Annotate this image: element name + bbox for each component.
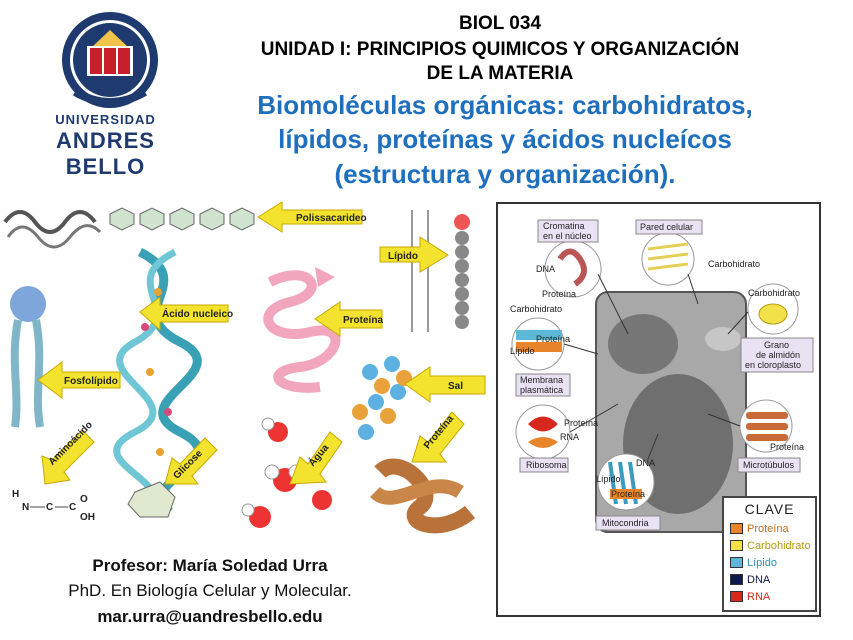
- label-proteina-membrane: Proteína: [536, 334, 570, 344]
- label-fosfolipido: Fosfolípido: [64, 376, 118, 387]
- legend-item: Carbohidrato: [730, 537, 811, 554]
- label-proteina-micro: Proteína: [770, 442, 804, 452]
- legend-swatch: [730, 523, 743, 534]
- arrow-polisacarideo: Polissacarideo: [257, 201, 367, 233]
- legend-item: RNA: [730, 588, 809, 605]
- polysaccharide-chain: [3, 207, 255, 249]
- arrow-acido-nucleico: Ácido nucleico: [139, 296, 233, 332]
- label-microtubulos: Microtúbulos: [743, 460, 795, 470]
- cell-diagram: Cromatina en el núcleo DNA Proteína Pare…: [510, 219, 814, 533]
- legend-swatch: [730, 574, 743, 585]
- label-lipido-mito: Lípido: [596, 474, 621, 484]
- svg-text:OH: OH: [80, 512, 95, 523]
- legend-label: Lípido: [747, 556, 777, 569]
- legend-item: DNA: [730, 571, 809, 588]
- label-pared-celular: Pared celular: [640, 222, 693, 232]
- professor-degree: PhD. En Biología Celular y Molecular.: [68, 581, 352, 600]
- label-dna-top: DNA: [536, 264, 555, 274]
- amino-acid-structure: H N C C O OH: [12, 489, 95, 523]
- arrow-lipido: Lípido: [379, 236, 449, 273]
- logo-line1: UNIVERSIDAD: [55, 112, 156, 127]
- label-proteina-top: Proteína: [542, 289, 576, 299]
- label-mitocondria: Mitocondria: [602, 518, 649, 528]
- label-cromatina-2: en el núcleo: [543, 231, 592, 241]
- label-grano-1: Grano: [764, 340, 789, 350]
- label-carbohidrato-wall: Carbohidrato: [708, 259, 760, 269]
- topic-title-line2: lípidos, proteínas y ácidos nucleícos: [278, 124, 732, 154]
- salt-crystal: [352, 356, 412, 440]
- label-proteina-1: Proteína: [343, 315, 383, 326]
- svg-text:O: O: [80, 494, 88, 505]
- glucose-ring: [127, 481, 176, 518]
- arrow-proteina-2: Proteína: [411, 411, 465, 463]
- lipid-molecule: [411, 210, 470, 332]
- legend-item: Proteína: [730, 520, 809, 537]
- label-lipido: Lípido: [388, 251, 418, 262]
- protein-alpha-helix: [263, 267, 341, 393]
- svg-text:N: N: [22, 502, 29, 513]
- chloroplast: [705, 327, 741, 351]
- arrow-fosfolipido: Fosfolípido: [37, 361, 121, 399]
- water-molecules: [241, 417, 332, 528]
- label-acido-nucleico: Ácido nucleico: [162, 307, 233, 320]
- biomolecules-collage: Polissacarideo Lípido Ácido nucleico Pro…: [3, 201, 486, 534]
- legend-label: Carbohidrato: [747, 539, 811, 552]
- label-ribosoma: Ribosoma: [526, 460, 567, 470]
- label-cromatina-1: Cromatina: [543, 221, 585, 231]
- nucleus: [608, 314, 678, 374]
- arrow-proteina-1: Proteína: [314, 301, 383, 337]
- folded-protein: [370, 458, 476, 534]
- topic-title-line1: Biomoléculas orgánicas: carbohidratos,: [257, 90, 753, 120]
- professor-name: Profesor: María Soledad Urra: [92, 556, 328, 575]
- label-rna: RNA: [560, 432, 579, 442]
- label-membrana-2: plasmática: [520, 385, 563, 395]
- legend-swatch: [730, 557, 743, 568]
- label-lipido-membrane: Lípido: [510, 346, 535, 356]
- arrow-sal: Sal: [404, 366, 486, 403]
- course-code: BIOL 034: [458, 13, 542, 34]
- label-grano-2: de almidón: [756, 350, 800, 360]
- label-membrana-1: Membrana: [520, 375, 563, 385]
- label-proteina-mito: Proteína: [611, 489, 645, 499]
- label-dna-mito: DNA: [636, 458, 655, 468]
- legend-swatch: [730, 591, 743, 602]
- svg-text:H: H: [12, 489, 19, 500]
- label-carbohidrato-starch: Carbohidrato: [748, 288, 800, 298]
- legend-label: RNA: [747, 590, 771, 603]
- legend-item: Lípido: [730, 554, 809, 571]
- arrow-agua: Água: [289, 431, 343, 485]
- svg-text:C: C: [69, 502, 76, 513]
- university-logo-text: UNIVERSIDAD ANDRES BELLO: [18, 112, 193, 180]
- legend-title: CLAVE: [744, 501, 795, 517]
- label-grano-3: en cloroplasto: [745, 360, 801, 370]
- arrow-aminoacido: Aminoácido: [41, 420, 95, 485]
- logo-line2: ANDRES BELLO: [56, 128, 155, 179]
- professor-email: mar.urra@uandresbello.edu: [97, 607, 323, 626]
- legend-label: Proteína: [747, 522, 789, 535]
- label-sal: Sal: [448, 381, 463, 392]
- university-seal-logo: [62, 12, 158, 108]
- legend-label: DNA: [747, 573, 771, 586]
- unit-title-line2: DE LA MATERIA: [426, 63, 574, 84]
- label-carbohidrato-membrane: Carbohidrato: [510, 304, 562, 314]
- unit-title-line1: UNIDAD I: PRINCIPIOS QUIMICOS Y ORGANIZA…: [260, 39, 740, 60]
- topic-title-line3: (estructura y organización).: [334, 159, 676, 189]
- legend-swatch: [730, 540, 743, 551]
- label-proteina-ribosome: Proteína: [564, 418, 598, 428]
- svg-text:C: C: [46, 502, 53, 513]
- phospholipid-molecule: [10, 286, 46, 428]
- label-polisacarideo: Polissacarideo: [296, 213, 367, 224]
- legend-clave: CLAVE Proteína Carbohidrato Lípido DNA R…: [722, 496, 817, 612]
